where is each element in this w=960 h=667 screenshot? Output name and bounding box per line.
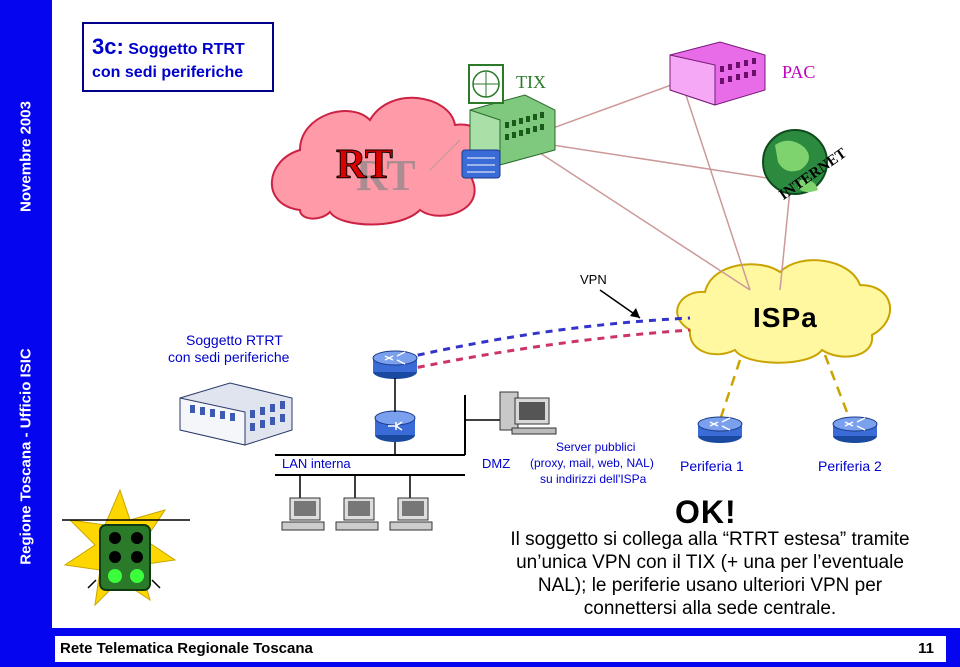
tix-switch-icon <box>461 149 501 179</box>
subject-label-line1: Soggetto RTRT <box>186 332 283 348</box>
slide-title-box: 3c: Soggetto RTRT con sedi periferiche <box>82 22 274 92</box>
tix-building-icon <box>469 94 556 166</box>
footer-bar: Rete Telematica Regionale Toscana 11 <box>0 628 960 667</box>
public-server-icon <box>499 391 557 435</box>
description-paragraph: Il soggetto si collega alla “RTRT estesa… <box>510 529 910 619</box>
footer-title: Rete Telematica Regionale Toscana <box>60 640 313 657</box>
subject-label-line2: con sedi periferiche <box>168 349 290 365</box>
workstation-icon-3 <box>389 497 433 531</box>
ispa-label: ISPa <box>753 302 818 333</box>
slide-title-text: Soggetto RTRT <box>128 41 245 58</box>
internet-globe-icon: INTERNET <box>762 129 850 204</box>
server-label-line2: (proxy, mail, web, NAL) <box>530 456 654 470</box>
workstation-icon-2 <box>335 497 379 531</box>
periferia2-router-icon <box>832 416 878 443</box>
periferia1-label: Periferia 1 <box>680 458 744 474</box>
traffic-light-icon <box>62 488 190 607</box>
vpn-tunnel <box>404 316 691 372</box>
pac-building-icon <box>669 41 766 106</box>
footer-panel: Rete Telematica Regionale Toscana 11 <box>55 636 946 662</box>
tix-logo-icon <box>468 64 504 104</box>
dmz-label: DMZ <box>482 456 511 471</box>
tix-label: TIX <box>516 72 546 92</box>
vpn-label: VPN <box>580 272 607 287</box>
pac-label: PAC <box>782 62 816 82</box>
hq-building-icon <box>179 382 293 446</box>
page-number: 11 <box>918 640 934 657</box>
slide-title-prefix: 3c: <box>92 34 124 59</box>
edge-router-icon <box>372 350 418 379</box>
description-text: Il soggetto si collega alla “RTRT estesa… <box>500 528 920 620</box>
periphery-links <box>718 354 852 421</box>
lan-label: LAN interna <box>282 456 351 471</box>
periferia1-router-icon <box>697 416 743 443</box>
firewall-icon <box>374 410 416 442</box>
rt-logo-shadow: RT <box>356 151 416 200</box>
workstation-icon-1 <box>281 497 325 531</box>
server-label-line3: su indirizzi dell'ISPa <box>540 472 647 486</box>
periferia2-label: Periferia 2 <box>818 458 882 474</box>
slide-title-line2: con sedi periferiche <box>92 64 244 81</box>
slide-title-line1: 3c: Soggetto RTRT <box>92 36 245 60</box>
ok-text: OK! <box>675 494 737 530</box>
rt-logo: RT <box>336 142 393 188</box>
server-label-line1: Server pubblici <box>556 440 636 454</box>
ispa-cloud <box>676 259 892 364</box>
sidebar: Novembre 2003 Regione Toscana - Ufficio … <box>0 0 52 628</box>
